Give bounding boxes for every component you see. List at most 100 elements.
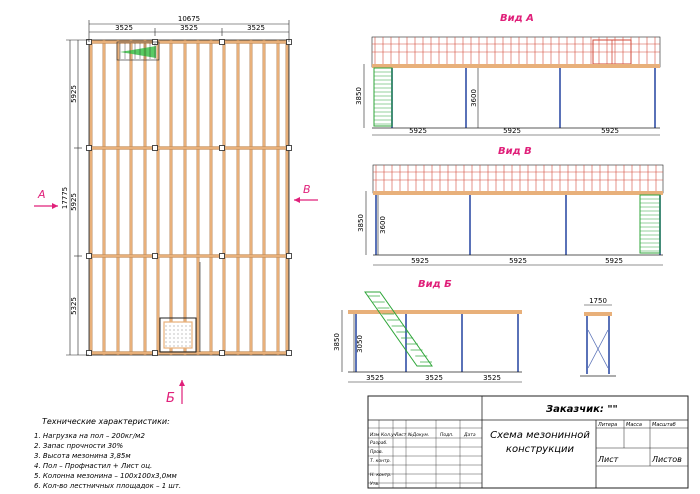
dim-row-label: 5925 [70, 85, 78, 103]
plan-girder [88, 146, 290, 150]
view-a-deck [372, 64, 660, 68]
plan-beam [285, 39, 289, 356]
plan-beam [222, 39, 226, 356]
dim-bay-label: 3525 [115, 24, 133, 32]
view-b-inner-label: 3050 [356, 335, 364, 353]
plan-beam [89, 39, 93, 356]
plan-bottom-platform [163, 321, 193, 349]
plan-column [86, 253, 92, 259]
view-a-inner-label: 3600 [470, 89, 478, 107]
plan-beam [262, 39, 266, 356]
tb-row-label: Пров. [370, 449, 383, 455]
view-v-columns [375, 195, 661, 255]
view-v-span-label: 5925 [509, 257, 527, 265]
plan-column [219, 253, 225, 259]
litera-label: Литера [597, 422, 617, 428]
title-block-frame [367, 395, 689, 489]
drawing-name-line1: Схема мезонинной [490, 430, 590, 441]
plan-beam [249, 39, 253, 356]
plan-beam [143, 39, 147, 356]
plan-columns [86, 39, 292, 356]
plan-column [86, 350, 92, 356]
view-a-height-label: 3850 [355, 87, 363, 105]
view-b-columns [355, 314, 519, 372]
view-v-stair [639, 194, 661, 254]
plan-beam [196, 39, 200, 356]
tb-col-label: Изм [370, 432, 380, 438]
plan-column [286, 145, 292, 151]
view-a-stair [373, 67, 393, 127]
plan-column [219, 39, 225, 45]
view-v: Вид В 3850 3600 5925 5925 5925 [357, 146, 664, 266]
view-b-stair [364, 291, 433, 367]
spec-item: 6. Кол-во лестничных площадок – 1 шт. [34, 482, 181, 490]
plan-beam [183, 39, 187, 356]
tb-row-label: Н. контр. [370, 472, 392, 478]
dim-bay-label: 3525 [247, 24, 265, 32]
view-a-railing [372, 37, 660, 64]
view-b-title: Вид Б [418, 279, 452, 290]
plan-column [152, 253, 158, 259]
view-a-span-label: 5925 [601, 127, 619, 135]
view-v-railing-frame [372, 164, 664, 194]
view-marker-a: A [37, 188, 46, 201]
plan-column [286, 350, 292, 356]
view-a-span-label: 5925 [503, 127, 521, 135]
view-marker-b: Б [166, 391, 175, 406]
tb-col-label: Лист [394, 432, 407, 438]
view-b-span-label: 3525 [366, 374, 384, 382]
tb-row-label: Разраб. [370, 440, 388, 446]
list-label: Лист [597, 455, 619, 464]
view-a-span-label: 5925 [409, 127, 427, 135]
drawing-name-line2: конструкции [506, 444, 575, 455]
plan-beam [169, 39, 173, 356]
plan-beam [276, 39, 280, 356]
tb-col-label: Кол.уч [381, 432, 397, 438]
title-block-grid [368, 420, 482, 488]
view-b-span-label: 3525 [483, 374, 501, 382]
masshtab-label: Масштаб [652, 422, 676, 428]
listov-label: Листов [651, 455, 682, 464]
side-deck [584, 312, 612, 316]
view-marker-v: B [303, 183, 311, 196]
plan-beams-vertical [89, 39, 289, 356]
plan-column [152, 350, 158, 356]
plan-beam [116, 39, 120, 356]
plan-column [286, 253, 292, 259]
view-b-height-label: 3850 [333, 333, 341, 351]
dim-row-label: 5925 [70, 193, 78, 211]
view-v-inner-label: 3600 [379, 216, 387, 234]
plan-view: 10675 3525 3525 3525 17775 5925 5925 532… [34, 15, 318, 406]
plan-beam [209, 39, 213, 356]
plan-girder [88, 254, 290, 258]
tb-row-label: Утв. [370, 481, 379, 487]
plan-bottom-opening [159, 317, 197, 353]
spec-item: 3. Высота мезонина 3,85м [34, 452, 131, 460]
view-arrow-b-head [179, 380, 185, 386]
view-b: Вид Б 3850 3050 3525 3525 3525 [333, 279, 522, 383]
spec-item: 4. Пол – Профнастил + Лист оц. [34, 462, 152, 470]
plan-stair-opening [116, 41, 160, 61]
tb-col-label: №Докум. [407, 432, 429, 438]
side-view: 1750 [580, 297, 616, 377]
view-b-stair-steps [368, 295, 432, 363]
view-b-deck [348, 310, 522, 314]
plan-stair-steps [119, 43, 156, 59]
dim-height-total-label: 17775 [61, 187, 69, 209]
view-b-span-label: 3525 [425, 374, 443, 382]
view-a-stair-steps [374, 71, 392, 125]
view-v-span-label: 5925 [411, 257, 429, 265]
plan-column [219, 350, 225, 356]
plan-outline [88, 39, 290, 356]
dim-total-label: 10675 [178, 15, 200, 23]
plan-beam [102, 39, 106, 356]
view-a-title: Вид А [500, 13, 534, 24]
side-width-label: 1750 [589, 297, 607, 305]
view-arrow-v-head [294, 197, 300, 203]
view-arrow-a-head [52, 203, 58, 209]
plan-beam [236, 39, 240, 356]
view-v-stair-steps [640, 198, 660, 252]
spec-item: 2. Запас прочности 30% [34, 442, 124, 450]
customer-label: Заказчик: "" [546, 404, 618, 415]
